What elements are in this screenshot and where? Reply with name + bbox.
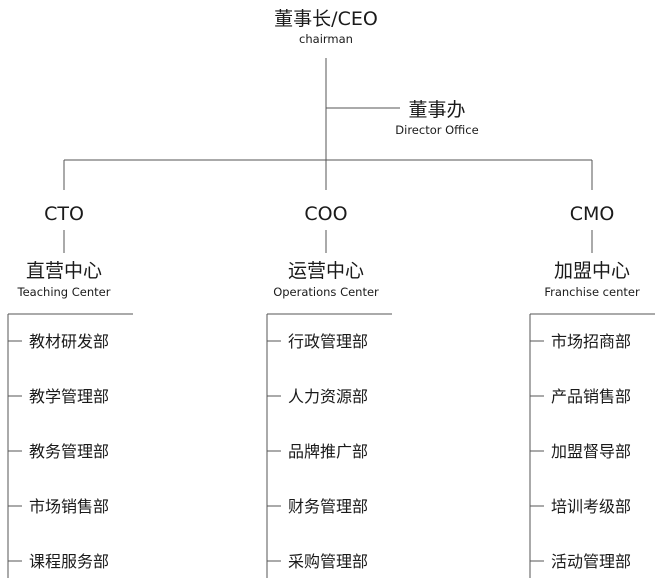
department-label: 教学管理部	[29, 387, 109, 406]
branch-role: COO	[304, 203, 347, 225]
root-subtitle: chairman	[299, 32, 353, 46]
branches: CTO 直营中心 Teaching Center 教材研发部教学管理部教务管理部市场销…	[7, 160, 655, 578]
center-title: 加盟中心	[554, 260, 630, 282]
department-label: 财务管理部	[288, 497, 368, 516]
department-label: 加盟督导部	[551, 442, 631, 461]
center-title: 运营中心	[288, 260, 364, 282]
center-subtitle: Operations Center	[273, 285, 379, 299]
department-label: 采购管理部	[288, 552, 368, 571]
department-label: 培训考级部	[551, 497, 631, 516]
root-title: 董事长/CEO	[274, 8, 378, 30]
branch-cto: CTO 直营中心 Teaching Center 教材研发部教学管理部教务管理部市场销…	[7, 160, 133, 578]
department-label: 市场销售部	[29, 497, 109, 516]
department-label: 行政管理部	[288, 332, 368, 351]
office-subtitle: Director Office	[395, 123, 478, 137]
branch-cmo: CMO 加盟中心 Franchise center 市场招商部产品销售部加盟督导部培训…	[529, 160, 655, 578]
center-subtitle: Teaching Center	[17, 285, 111, 299]
office-title: 董事办	[408, 99, 465, 121]
center-title: 直营中心	[26, 260, 102, 282]
center-subtitle: Franchise center	[544, 285, 640, 299]
department-label: 人力资源部	[288, 387, 368, 406]
department-label: 教材研发部	[29, 332, 109, 351]
department-label: 市场招商部	[551, 332, 631, 351]
department-label: 课程服务部	[29, 552, 109, 571]
department-label: 活动管理部	[551, 552, 631, 571]
branch-coo: COO 运营中心 Operations Center 行政管理部人力资源部品牌推广部财…	[266, 160, 392, 578]
branch-role: CMO	[570, 203, 615, 225]
department-label: 产品销售部	[551, 387, 631, 406]
department-label: 教务管理部	[29, 442, 109, 461]
department-label: 品牌推广部	[288, 442, 368, 461]
branch-role: CTO	[44, 203, 84, 225]
